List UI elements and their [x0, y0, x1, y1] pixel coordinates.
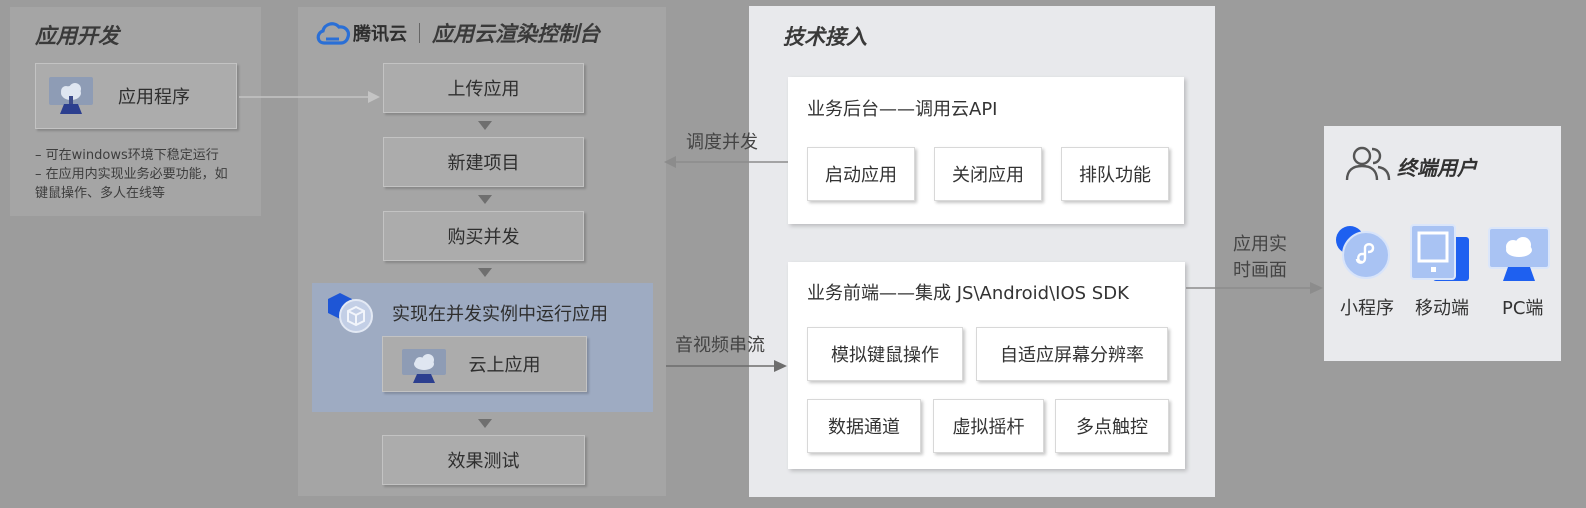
step-arrow-4 — [478, 419, 492, 428]
step-effect-test: 效果测试 — [382, 435, 585, 485]
app-program-label: 应用程序 — [118, 87, 190, 108]
instance-label: 实现在并发实例中运行应用 — [392, 304, 608, 325]
adaptive-resolution-button: 自适应屏幕分辨率 — [976, 327, 1168, 381]
users-icon — [1345, 144, 1391, 186]
console-brand: 腾讯云 — [353, 24, 407, 45]
realtime-label-line-1: 应用实 — [1233, 234, 1287, 255]
cloud-app-monitor-icon — [401, 348, 447, 389]
cloud-app-box: 云上应用 — [382, 336, 587, 392]
app-program-box: 应用程序 — [35, 63, 237, 129]
mini-program-icon — [1335, 224, 1391, 284]
frontend-title: 业务前端——集成 JS\Android\IOS SDK — [807, 283, 1129, 304]
realtime-label: 应用实 时画面 — [1233, 232, 1287, 284]
backend-title: 业务后台——调用云API — [807, 99, 998, 120]
arrow-realtime — [1186, 282, 1323, 294]
dev-notes: – 可在windows环境下稳定运行 – 在应用内实现业务必要功能，如 键鼠操作… — [35, 146, 255, 203]
dev-note-1: – 可在windows环境下稳定运行 — [35, 148, 219, 163]
multi-touch-button: 多点触控 — [1055, 399, 1169, 453]
instance-cube-icon — [326, 291, 376, 339]
step-arrow-1 — [478, 121, 492, 130]
dev-note-2: – 在应用内实现业务必要功能，如 — [35, 167, 228, 182]
step-new-project: 新建项目 — [383, 137, 584, 187]
mobile-icon — [1409, 223, 1471, 287]
simulate-keyboard-mouse-button: 模拟键鼠操作 — [807, 327, 963, 381]
tech-title: 技术接入 — [783, 25, 867, 49]
tencent-cloud-logo-icon — [315, 19, 351, 47]
users-title: 终端用户 — [1397, 156, 1477, 180]
arrow-schedule — [664, 156, 788, 168]
step-arrow-2 — [478, 195, 492, 204]
start-app-button: 启动应用 — [807, 147, 915, 201]
queue-function-button: 排队功能 — [1061, 147, 1169, 201]
dev-note-3: 键鼠操作、多人在线等 — [35, 186, 166, 201]
user-item-pc: PC端 — [1502, 298, 1544, 319]
schedule-label: 调度并发 — [686, 132, 758, 153]
step-upload: 上传应用 — [383, 63, 584, 113]
realtime-label-line-2: 时画面 — [1233, 260, 1287, 281]
pc-icon — [1488, 227, 1550, 287]
stream-label: 音视频串流 — [675, 335, 765, 356]
cloud-app-label: 云上应用 — [468, 355, 541, 376]
header-divider — [419, 23, 420, 43]
console-header: 腾讯云 应用云渲染控制台 — [315, 18, 600, 48]
console-title: 应用云渲染控制台 — [432, 22, 600, 46]
arrow-app-to-upload — [239, 91, 380, 103]
user-item-mini-program: 小程序 — [1340, 298, 1394, 319]
data-channel-button: 数据通道 — [807, 399, 921, 453]
app-dev-title: 应用开发 — [35, 24, 119, 48]
user-item-mobile: 移动端 — [1415, 298, 1469, 319]
arrow-stream — [666, 360, 787, 372]
virtual-joystick-button: 虚拟摇杆 — [933, 399, 1044, 453]
step-arrow-3 — [478, 268, 492, 277]
monitor-cloud-icon — [48, 76, 94, 121]
close-app-button: 关闭应用 — [934, 147, 1042, 201]
step-buy-concurrency: 购买并发 — [383, 211, 584, 261]
